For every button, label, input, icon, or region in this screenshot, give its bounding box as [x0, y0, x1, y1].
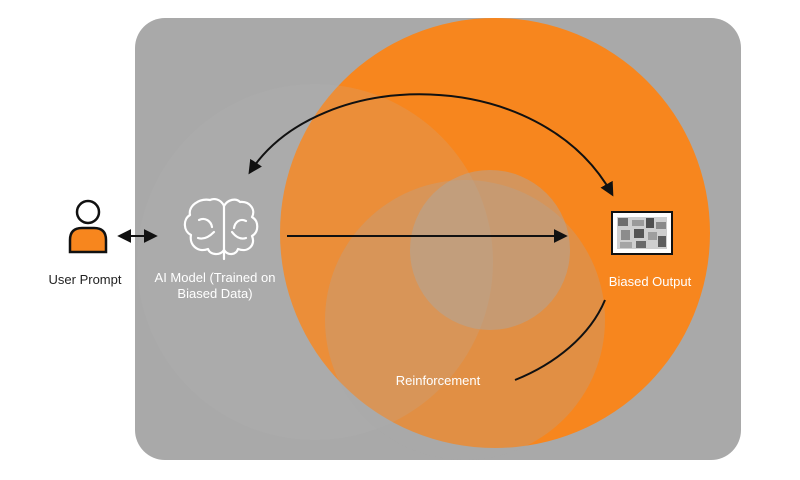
orange-circle: [280, 18, 710, 448]
ai-model-label: AI Model (Trained on Biased Data): [154, 270, 276, 301]
reinforcement-label: Reinforcement: [395, 373, 481, 388]
biased-output-label: Biased Output: [608, 274, 692, 289]
user-prompt-label: User Prompt: [48, 272, 122, 287]
overlap-circle-bottom: [325, 180, 605, 460]
brain-icon: [183, 198, 259, 261]
overlap-circle-center: [410, 170, 570, 330]
top-loop-arrow: [248, 93, 614, 197]
reinforcement-arc: [514, 299, 606, 381]
person-icon: [68, 199, 108, 254]
image-icon: [611, 211, 673, 255]
